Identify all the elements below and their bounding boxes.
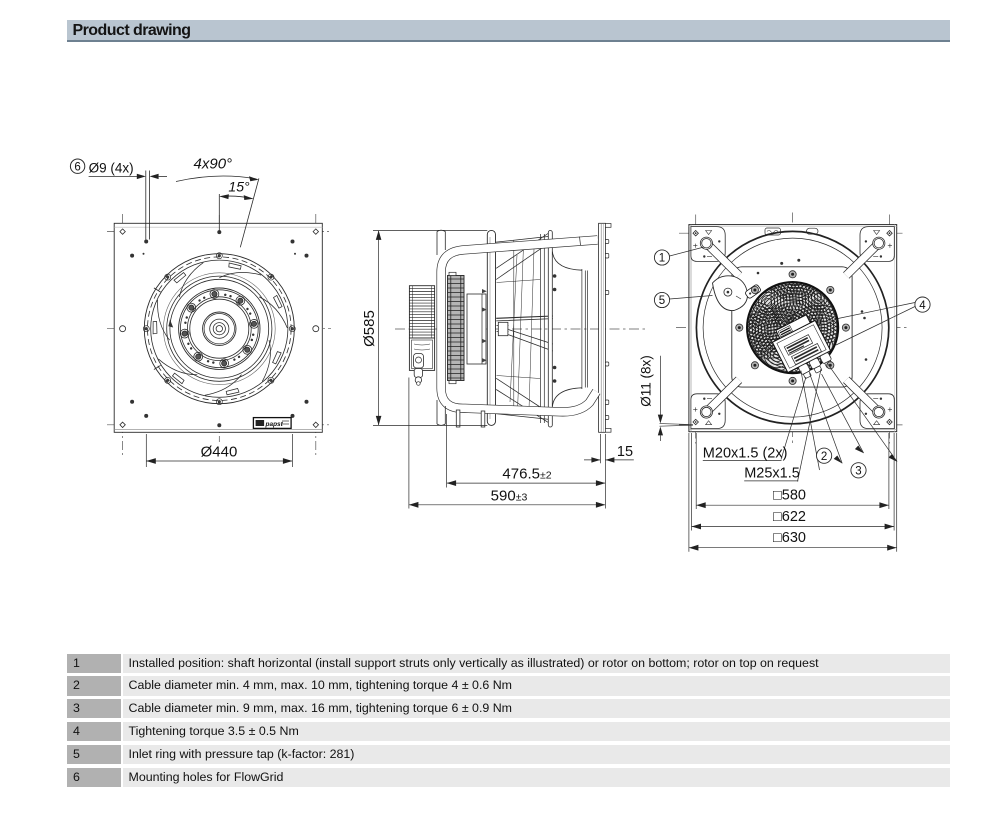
svg-text:Ø9 (4x): Ø9 (4x) — [89, 161, 134, 176]
svg-text:M20x1.5 (2x): M20x1.5 (2x) — [703, 446, 788, 462]
svg-text:15: 15 — [617, 444, 633, 460]
svg-text:M25x1.5: M25x1.5 — [744, 465, 800, 481]
svg-text:5: 5 — [659, 295, 665, 307]
svg-text:Ø11 (8x): Ø11 (8x) — [639, 355, 654, 407]
svg-text:4x90°: 4x90° — [194, 155, 233, 172]
svg-text:15°: 15° — [228, 179, 250, 195]
svg-text:□630: □630 — [773, 530, 806, 546]
svg-text:4: 4 — [919, 300, 926, 312]
svg-text:□580: □580 — [773, 488, 806, 504]
svg-text:□622: □622 — [773, 509, 806, 525]
svg-text:6: 6 — [74, 162, 80, 174]
svg-text:476.5±2: 476.5±2 — [502, 466, 551, 483]
svg-text:3: 3 — [855, 466, 861, 478]
svg-text:Ø585: Ø585 — [361, 310, 378, 347]
svg-text:Ø440: Ø440 — [201, 444, 238, 461]
svg-text:1: 1 — [659, 253, 665, 265]
svg-text:2: 2 — [821, 451, 827, 463]
svg-text:590±3: 590±3 — [491, 488, 528, 505]
svg-text:papst: papst — [265, 421, 284, 428]
